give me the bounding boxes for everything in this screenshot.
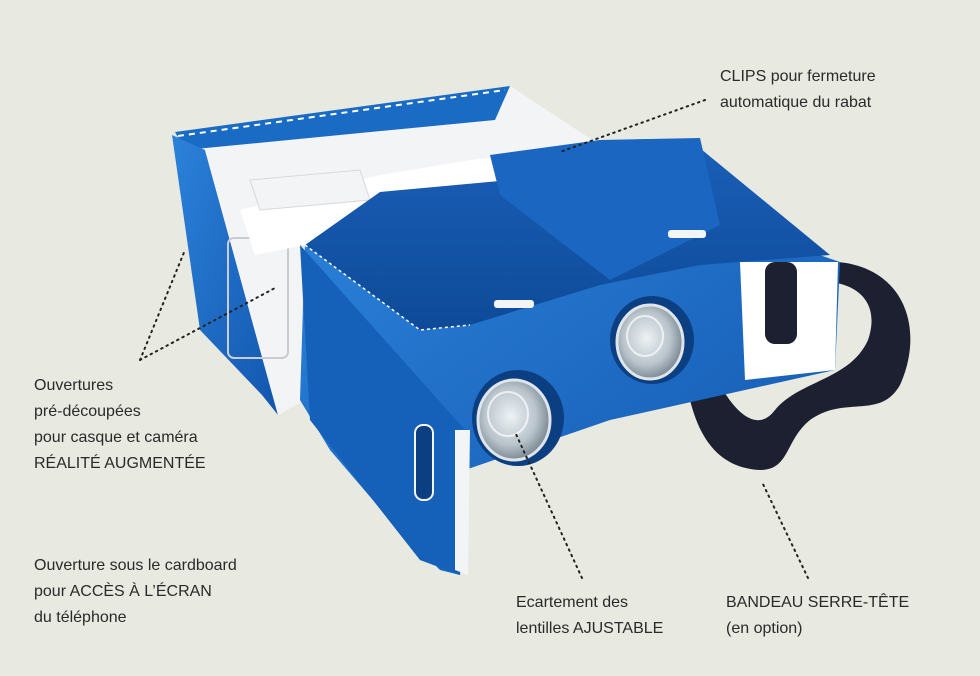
lenses — [472, 296, 694, 466]
callout-clips-line2: automatique du rabat — [720, 94, 872, 111]
callout-lentilles-line1: Ecartement des — [516, 594, 629, 611]
leader-clips — [559, 99, 706, 153]
callout-bandeau-line2: (en option) — [726, 620, 803, 637]
callout-ouvertures-line4: RÉALITÉ AUGMENTÉE — [34, 455, 206, 472]
callout-ouvertures-line3: pour casque et caméra — [34, 429, 198, 446]
leader-ouvertures — [139, 287, 276, 361]
callout-clips-line1: CLIPS pour fermeture — [720, 68, 876, 85]
top-lid — [304, 138, 830, 331]
callout-ecran-line3: du téléphone — [34, 609, 127, 626]
callout-lentilles-line2: lentilles AJUSTABLE — [516, 620, 664, 637]
left-lens — [472, 370, 564, 466]
callout-ouvertures: Ouvertures pré-découpées pour casque et … — [34, 373, 206, 477]
callout-ecran-line1: Ouverture sous le cardboard — [34, 557, 237, 574]
callout-clips: CLIPS pour fermeture automatique du raba… — [720, 64, 876, 116]
right-lens — [610, 296, 694, 384]
callout-ecran-line2: pour ACCÈS À L’ÉCRAN — [34, 583, 212, 600]
leader-lentilles — [514, 431, 583, 579]
callout-lentilles: Ecartement des lentilles AJUSTABLE — [516, 590, 663, 642]
callout-ouvertures-line2: pré-découpées — [34, 403, 141, 420]
callout-bandeau-line1: BANDEAU SERRE-TÊTE — [726, 594, 910, 611]
callout-ecran: Ouverture sous le cardboard pour ACCÈS À… — [34, 553, 237, 631]
callout-bandeau: BANDEAU SERRE-TÊTE (en option) — [726, 590, 909, 642]
head-strap — [690, 262, 911, 470]
callout-ouvertures-line1: Ouvertures — [34, 377, 114, 394]
leader-ouvertures-2 — [139, 249, 186, 361]
leader-bandeau — [761, 481, 809, 579]
leader-lines — [139, 99, 809, 579]
